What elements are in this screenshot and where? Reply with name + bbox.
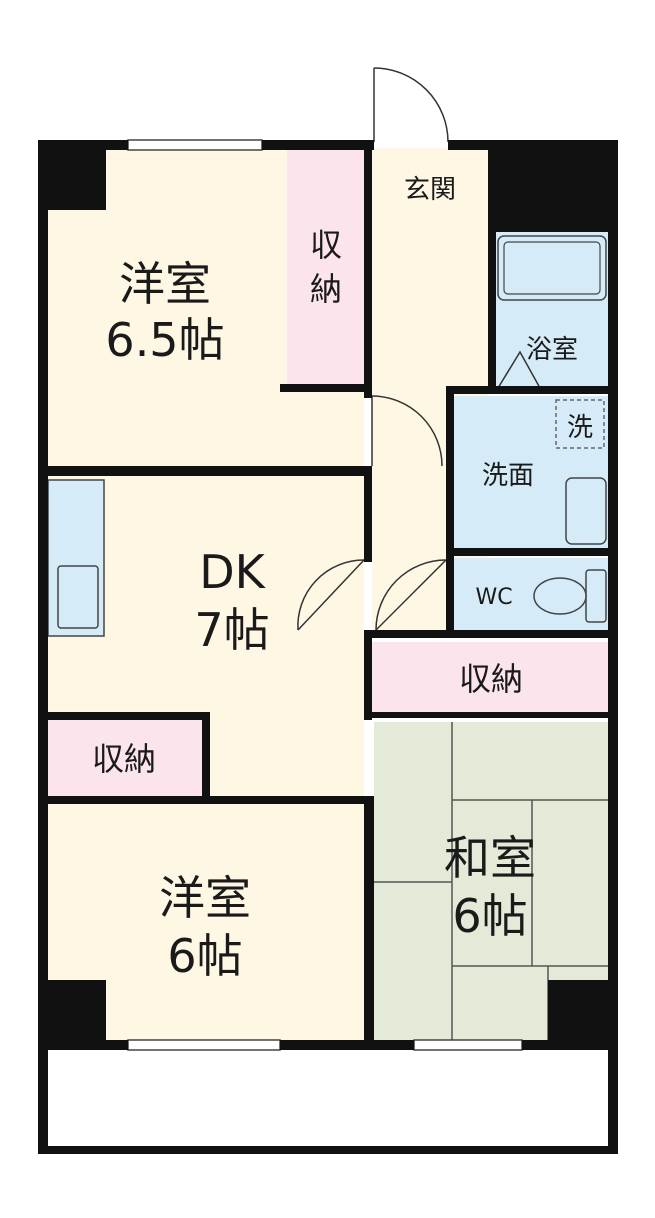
storage-top-floor	[287, 150, 364, 386]
tatami-lines	[374, 722, 610, 1040]
dk-name: DK	[199, 545, 266, 599]
washroom-label: 洗面	[482, 461, 534, 491]
storage-left-label: 収納	[92, 740, 156, 778]
entrance-label: 玄関	[404, 175, 456, 205]
toilet-tank	[585, 569, 607, 623]
western-room-2-size: 6帖	[167, 929, 242, 983]
washer-space	[555, 399, 605, 449]
storage-left-floor	[46, 720, 202, 796]
western-room-1-size: 6.5帖	[105, 313, 224, 367]
dk-size: 7帖	[194, 603, 269, 657]
western-room-1-name: 洋室	[119, 257, 211, 311]
western-room-2-name: 洋室	[159, 871, 251, 925]
balcony	[45, 1047, 611, 1149]
storage-right-label: 収納	[459, 660, 523, 698]
washer-label: 洗	[567, 413, 593, 443]
bathtub-inner	[503, 241, 601, 295]
wash-basin	[565, 477, 607, 545]
japanese-room-name: 和室	[444, 831, 536, 885]
storage-right-floor	[372, 642, 610, 714]
walls	[38, 140, 618, 1154]
storage-top-label-1: 収	[310, 226, 342, 264]
japanese-room-size: 6帖	[452, 889, 527, 943]
hallway-lower-floor	[372, 390, 448, 634]
bath-label: 浴室	[526, 335, 578, 365]
toilet-bowl-icon	[533, 577, 587, 615]
wc-label: WC	[475, 585, 512, 610]
bathtub	[497, 235, 607, 301]
storage-top-label-2: 納	[310, 270, 342, 308]
door-swings	[297, 67, 541, 631]
kitchen-sink	[57, 565, 99, 629]
entrance-floor	[372, 148, 488, 226]
